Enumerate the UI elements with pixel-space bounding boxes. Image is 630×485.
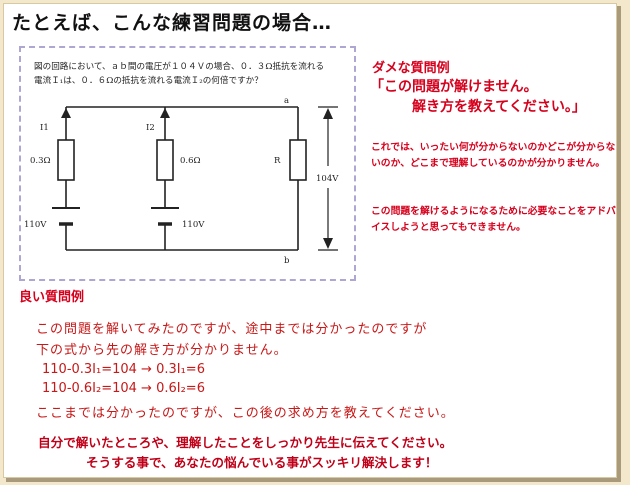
voltage-ab-label: 104V (316, 174, 339, 184)
good-example-formula: 110-0.3I₁=104 → 0.3I₁=6 (42, 362, 205, 377)
bad-example-comment: これでは、いったい何が分からないのかどこが分からないのか、どこまで理解しているの… (371, 142, 616, 169)
resistor-2 (156, 139, 174, 181)
slide-sheet (3, 3, 617, 478)
problem-line: 電流Ｉ₁は、０．６Ωの抵抗を流れる電流Ｉ₂の何倍ですか？ (34, 76, 263, 86)
slide-title: たとえば、こんな練習問題の場合… (12, 12, 333, 34)
good-example-formula: 110-0.6I₂=104 → 0.6I₂=6 (42, 381, 205, 396)
quote-line: 解き方を教えてください。」 (412, 99, 586, 115)
battery-1-label: 110V (24, 220, 47, 230)
good-example-line: この問題を解いてみたのですが、途中までは分かったのですが (36, 322, 428, 337)
point-b-label: b (284, 256, 290, 266)
battery-2 (151, 207, 179, 226)
bad-example-heading: ダメな質問例 (372, 61, 450, 76)
battery-1 (52, 207, 80, 226)
current-2-label: I2 (146, 123, 155, 133)
problem-frame (19, 46, 356, 281)
current-arrow-icon (160, 108, 170, 118)
bad-example-quote: 「この問題が解けません。 解き方を教えてください。」 (370, 77, 586, 117)
arrow-down-icon (323, 238, 333, 249)
resistor-3-label: R (274, 156, 281, 166)
closing-line: 自分で解いたところや、理解したことをしっかり先生に伝えてください。 (38, 435, 453, 450)
good-example-line: 下の式から先の解き方が分かりません。 (36, 343, 288, 358)
sheet-shadow (615, 6, 621, 482)
resistor-1 (57, 139, 75, 181)
bad-example-comment: この問題を解けるようになるために必要なことをアドバイスしようと思ってもできません… (371, 206, 616, 233)
arrow-up-icon (323, 108, 333, 119)
good-example-line: ここまでは分かったのですが、この後の求め方を教えてください。 (36, 406, 455, 421)
current-1-label: I1 (40, 123, 49, 133)
problem-line: 図の回路において、ａｂ間の電圧が１０４Ｖの場合、０．３Ω抵抗を流れる (34, 62, 325, 72)
resistor-3 (289, 139, 307, 181)
current-arrow-icon (61, 108, 71, 118)
resistor-2-label: 0.6Ω (180, 156, 201, 166)
battery-2-label: 110V (182, 220, 205, 230)
point-a-label: a (284, 96, 289, 106)
resistor-1-label: 0.3Ω (30, 156, 51, 166)
quote-line: 「この問題が解けません。 (370, 79, 538, 95)
circuit-diagram: a b I1 I2 0.3Ω 0.6Ω R 110V 110V 104V (24, 96, 339, 266)
good-example-heading: 良い質問例 (19, 290, 85, 305)
problem-text: 図の回路において、ａｂ間の電圧が１０４Ｖの場合、０．３Ω抵抗を流れる 電流Ｉ₁は… (34, 60, 354, 88)
voltage-arrow (318, 106, 338, 251)
sheet-shadow (6, 476, 620, 482)
closing-line: そうする事で、あなたの悩んでいる事がスッキリ解決します！ (86, 455, 438, 470)
